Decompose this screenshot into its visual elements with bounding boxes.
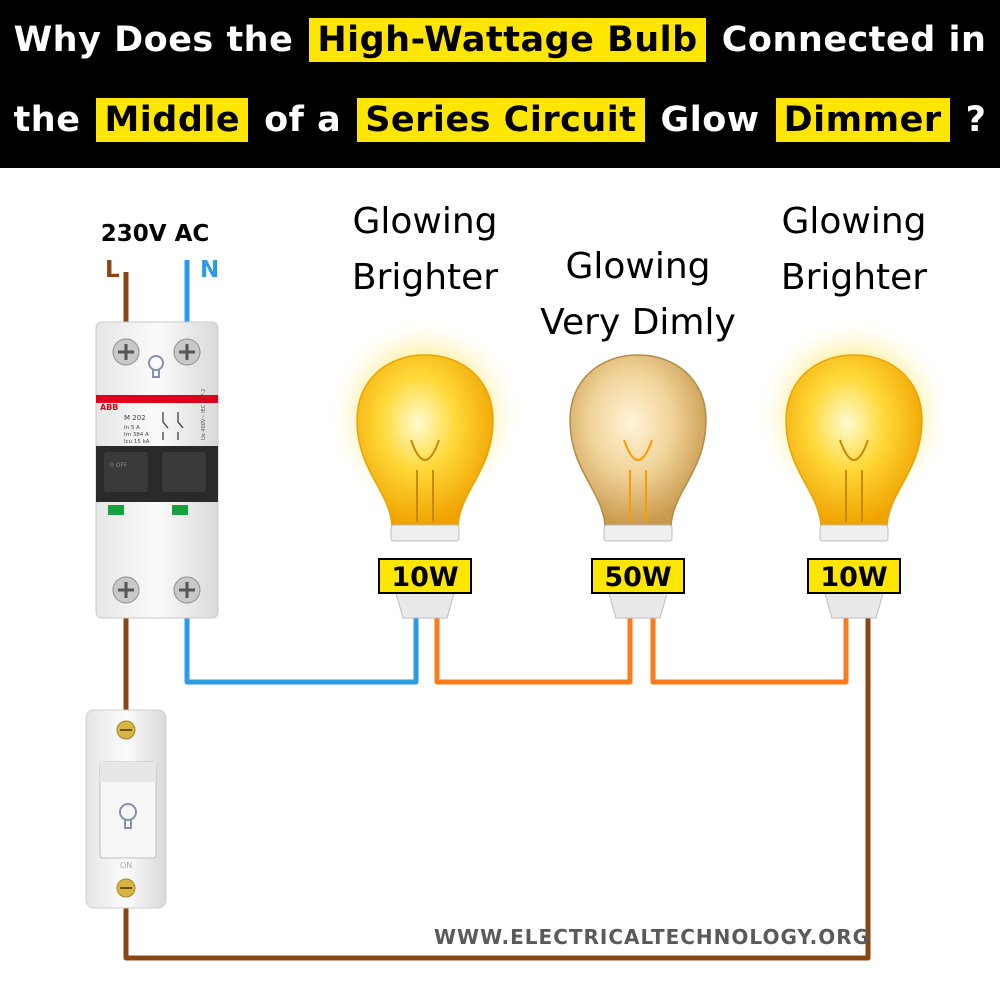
- switch-on-text: ON: [120, 861, 132, 870]
- bulb-neck: [603, 524, 673, 542]
- neutral-label: N: [200, 257, 219, 283]
- wattage-label: 10W: [820, 562, 887, 593]
- title-text: Why Does the: [13, 20, 294, 60]
- breaker-side-text: Ue 400V~ IEC 947-2: [201, 389, 207, 440]
- breaker-rating-3: Icu 15 kA: [124, 439, 150, 445]
- wattage-label: 50W: [604, 562, 671, 593]
- bulb-status-line1: Glowing: [565, 246, 710, 287]
- wires: [123, 260, 871, 961]
- breaker-toggle-right[interactable]: [162, 452, 206, 492]
- wattage-label: 10W: [391, 562, 458, 593]
- title-line-1: Why Does the High-Wattage Bulb Connected i…: [0, 18, 1000, 62]
- bulb-status-line1: Glowing: [781, 201, 926, 242]
- wattage-tag: [378, 558, 472, 594]
- title-banner: Why Does the High-Wattage Bulb Connected i…: [0, 0, 1000, 168]
- breaker-brand: ABB: [100, 403, 118, 412]
- neutral-wire-to-bulb1: [184, 615, 419, 685]
- breaker-rating-2: Im 384 A: [124, 432, 149, 438]
- series-wire-1-2: [434, 615, 633, 685]
- title-highlight: High-Wattage Bulb: [309, 18, 706, 62]
- wattage-tag: [807, 558, 901, 594]
- filament: [623, 439, 653, 522]
- breaker-indicator-left: [108, 505, 124, 515]
- bulb-holder: [607, 589, 669, 619]
- circuit-breaker: ABB M 202 In 5 A Im 384 A Icu 15 kA Ue 4…: [95, 321, 219, 619]
- bulb-status-line2: Very Dimly: [540, 302, 736, 343]
- bulb-neck: [819, 524, 889, 542]
- bulb-status-line2: Brighter: [781, 257, 927, 298]
- bulb-status-line1: Glowing: [352, 201, 497, 242]
- title-text: Connected in: [721, 20, 987, 60]
- watermark: WWW.ELECTRICALTECHNOLOGY.ORG: [434, 925, 870, 949]
- breaker-toggle-left[interactable]: [104, 452, 148, 492]
- title-highlight: Series Circuit: [357, 98, 645, 142]
- bulb-glass: [569, 354, 707, 526]
- wattage-tag: [591, 558, 685, 594]
- breaker-rating-1: In 5 A: [124, 425, 140, 431]
- bulb-status-line2: Brighter: [352, 257, 498, 298]
- breaker-schematic-icon: [162, 412, 184, 440]
- live-label: L: [105, 257, 120, 283]
- breaker-model: M 202: [124, 414, 146, 422]
- bulb-logo-icon: [119, 803, 137, 829]
- title-text: the: [13, 100, 81, 140]
- supply-voltage-label: 230V AC: [101, 221, 210, 247]
- bulb-glass: [785, 354, 923, 526]
- breaker-indicator-right: [172, 505, 188, 515]
- filament: [839, 439, 869, 522]
- bulb-holder: [823, 589, 885, 619]
- title-line-2: the Middle of a Series Circuit Glow Dimmer?: [0, 98, 1000, 142]
- wall-switch: ON: [85, 709, 167, 909]
- bulb-holder: [394, 589, 456, 619]
- title-highlight: Dimmer: [775, 98, 950, 142]
- title-text: ?: [965, 100, 987, 140]
- title-text: Glow: [660, 100, 760, 140]
- title-text: of a: [264, 100, 342, 140]
- series-wire-2-3: [650, 615, 849, 685]
- title-highlight: Middle: [96, 98, 249, 142]
- filament: [410, 439, 440, 522]
- return-wire: [123, 615, 871, 961]
- bulb-neck: [390, 524, 460, 542]
- bulb-logo-icon: [148, 355, 164, 378]
- breaker-toggle-text: 0 OFF: [110, 462, 128, 469]
- bulb-glass: [356, 354, 494, 526]
